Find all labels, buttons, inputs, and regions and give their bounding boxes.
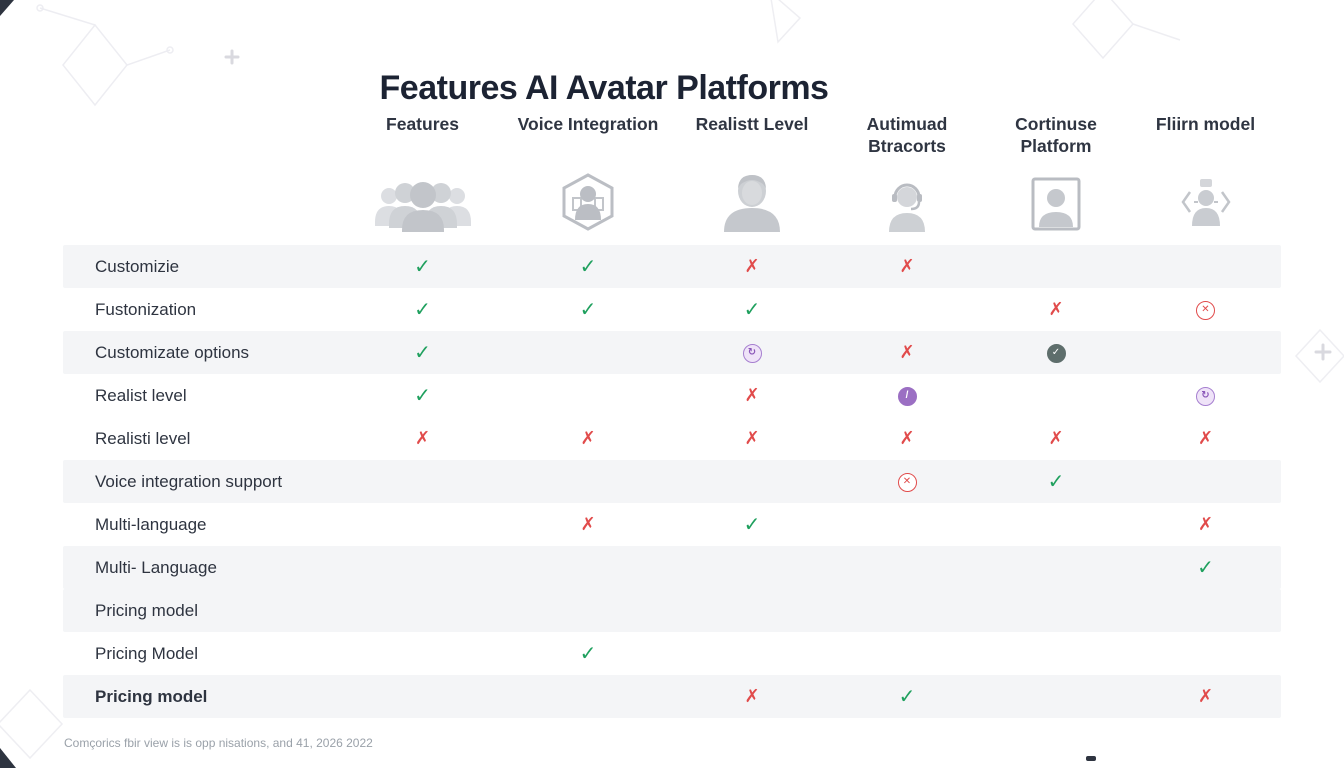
column-header: Realistt Level [695, 114, 809, 134]
cross-icon: ✗ [580, 514, 596, 534]
row-label: Realisti level [95, 428, 191, 448]
table-row: Realisti level ✗ ✗ ✗ ✗ ✗ ✗ [63, 417, 1281, 460]
row-label: Voice integration support [95, 471, 283, 491]
table-row: Pricing model [63, 589, 1281, 632]
cross-icon: ✗ [744, 385, 760, 405]
column-header: Features [386, 114, 459, 134]
circled-cross-red-icon: ✕ [832, 471, 982, 492]
column-header: Voice Integration [517, 114, 659, 134]
check-icon: ✓ [414, 342, 431, 364]
row-label: Pricing model [95, 600, 198, 620]
people-group-icon [374, 182, 471, 232]
check-icon: ✓ [743, 299, 761, 321]
check-icon: ✓ [414, 256, 431, 278]
table-row: Multi- Language ✓ [63, 546, 1281, 589]
table-row: Realist level ✓ ✗ / ↻ [63, 374, 1281, 417]
purple-ring-badge-icon: ↻ [672, 342, 832, 363]
check-icon: ✓ [579, 643, 597, 665]
row-label: Multi-language [95, 514, 207, 534]
comparison-table-body: Customizie ✓ ✓ ✗ ✗ Fustonization ✓ ✓ ✓ ✗ ✕ Customiz… [63, 245, 1281, 718]
dark-badge-icon: ✓ [982, 342, 1130, 363]
headset-person-icon [889, 183, 925, 232]
table-header: Features Voice Integration Realistt Leve… [63, 114, 1281, 157]
check-icon: ✓ [579, 299, 597, 321]
cross-icon: ✗ [1048, 428, 1064, 448]
table-header-icons [63, 166, 1281, 232]
purple-ring-badge-icon: ↻ [1130, 385, 1281, 406]
row-label: Realist level [95, 385, 187, 405]
table-row: Voice integration support ✕ ✓ [63, 460, 1281, 503]
table-row: Fustonization ✓ ✓ ✓ ✗ ✕ [63, 288, 1281, 331]
page-title: Features AI Avatar Platforms [379, 68, 829, 107]
row-label: Fustonization [95, 299, 197, 319]
column-header: Cortinuse Platform [1015, 114, 1097, 156]
speaking-person-icon [1180, 179, 1231, 226]
purple-badge-icon: / [832, 385, 982, 406]
cross-icon: ✗ [1048, 299, 1064, 319]
row-label: Pricing model [95, 686, 208, 706]
row-label: Multi- Language [95, 557, 217, 577]
check-icon: ✓ [579, 256, 597, 278]
check-icon: ✓ [743, 514, 761, 536]
column-header: Autimuad Btracorts [866, 114, 948, 156]
cross-icon: ✗ [1197, 686, 1214, 706]
row-label: Customizie [95, 256, 180, 276]
person-bust-icon [724, 175, 780, 232]
framed-person-icon [1031, 177, 1081, 231]
cross-icon: ✗ [744, 428, 760, 448]
check-icon: ✓ [414, 385, 431, 407]
table-row: Pricing Model ✓ [63, 632, 1281, 675]
table-row: Customizate options ✓ ↻ ✗ ✓ [63, 331, 1281, 374]
table-row: Customizie ✓ ✓ ✗ ✗ [63, 245, 1281, 288]
row-label: Customizate options [95, 342, 250, 362]
table-row: Pricing model ✗ ✓ ✗ [63, 675, 1281, 718]
check-icon: ✓ [1047, 471, 1065, 493]
hexagon-person-icon [562, 173, 614, 231]
cross-icon: ✗ [744, 256, 760, 276]
check-icon: ✓ [1197, 557, 1214, 579]
column-header: Fliirn model [1155, 114, 1256, 134]
cross-icon: ✗ [1197, 514, 1214, 534]
check-icon: ✓ [414, 299, 431, 321]
cross-icon: ✗ [744, 686, 760, 706]
cross-icon: ✗ [580, 428, 596, 448]
footer-note: Comçorics fbir view is is opp nisations,… [64, 736, 373, 750]
cross-icon: ✗ [414, 428, 431, 448]
cross-icon: ✗ [899, 428, 915, 448]
check-icon: ✓ [898, 686, 916, 708]
table-row: Multi-language ✗ ✓ ✗ [63, 503, 1281, 546]
cross-icon: ✗ [899, 342, 915, 362]
row-label: Pricing Model [95, 643, 198, 663]
cross-icon: ✗ [899, 256, 915, 276]
cross-icon: ✗ [1197, 428, 1214, 448]
circled-cross-red-icon: ✕ [1130, 299, 1281, 320]
